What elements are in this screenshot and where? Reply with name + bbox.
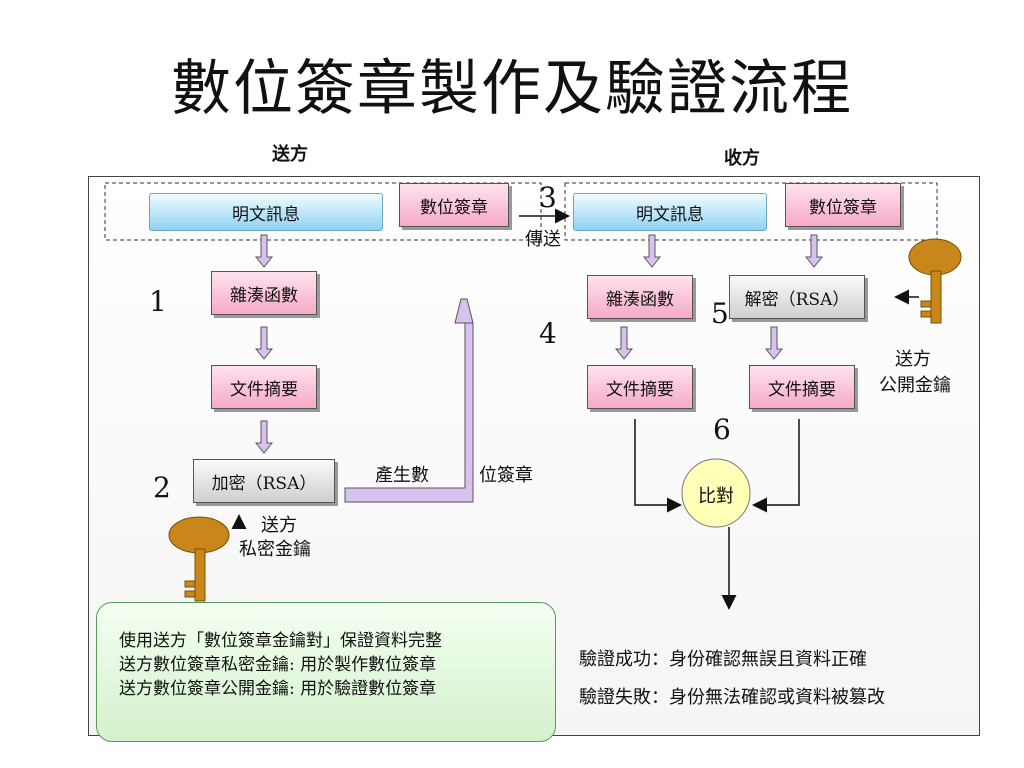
receiver-hash-box: 雜湊函數 xyxy=(587,275,693,319)
sender-digest-box: 文件摘要 xyxy=(211,365,317,409)
digest-left-connector xyxy=(634,419,682,513)
diagram-connectors xyxy=(104,182,962,610)
receiver-decrypt-box: 解密（RSA） xyxy=(729,275,865,319)
receiver-signature-box: 數位簽章 xyxy=(785,183,901,227)
private-key-label-1: 送方 xyxy=(261,515,297,536)
sender-encrypt-box: 加密（RSA） xyxy=(193,459,335,503)
page-title: 數位簽章製作及驗證流程 xyxy=(171,54,853,124)
generate-signature-label-2: 位簽章 xyxy=(479,465,533,486)
receiver-plaintext-box: 明文訊息 xyxy=(573,193,767,231)
step-1-label: 1 xyxy=(149,285,167,318)
key-icon xyxy=(908,238,962,324)
sender-label: 送方 xyxy=(272,144,308,165)
verify-failure-text: 驗證失敗：身份無法確認或資料被篡改 xyxy=(579,687,885,708)
public-key-label-1: 送方 xyxy=(895,349,931,370)
sender-dashed-group xyxy=(104,182,542,241)
key-icon xyxy=(168,516,230,602)
sender-plaintext-box: 明文訊息 xyxy=(149,193,383,231)
receiver-digest-left-box: 文件摘要 xyxy=(587,365,693,409)
down-arrows xyxy=(254,234,824,454)
generate-signature-arrow xyxy=(344,298,474,503)
verify-success-text: 驗證成功：身份確認無誤且資料正確 xyxy=(579,649,867,670)
note-line: 使用送方「數位簽章金鑰對」保證資料完整 xyxy=(119,631,442,651)
note-line: 送方數位簽章公開金鑰: 用於驗證數位簽章 xyxy=(119,679,437,699)
sender-hash-box: 雜湊函數 xyxy=(211,271,317,315)
step-2-label: 2 xyxy=(153,471,171,504)
private-key-label-2: 私密金鑰 xyxy=(239,539,311,560)
step-6-label: 6 xyxy=(713,413,731,446)
generate-signature-label-1: 產生數 xyxy=(375,465,429,486)
public-key-label-2: 公開金鑰 xyxy=(879,375,951,396)
sender-signature-box: 數位簽章 xyxy=(399,183,509,227)
compare-label: 比對 xyxy=(698,486,734,507)
step-4-label: 4 xyxy=(539,317,557,350)
digest-right-connector xyxy=(752,419,800,513)
transfer-label: 傳送 xyxy=(525,229,561,250)
step-5-label: 5 xyxy=(711,297,729,330)
key-pair-note: 使用送方「數位簽章金鑰對」保證資料完整 送方數位簽章私密金鑰: 用於製作數位簽章… xyxy=(96,602,556,742)
receiver-label: 收方 xyxy=(724,148,760,169)
note-line: 送方數位簽章私密金鑰: 用於製作數位簽章 xyxy=(119,655,437,675)
receiver-digest-right-box: 文件摘要 xyxy=(749,365,855,409)
step-3-label: 3 xyxy=(539,181,557,214)
compare-circle xyxy=(681,458,751,528)
